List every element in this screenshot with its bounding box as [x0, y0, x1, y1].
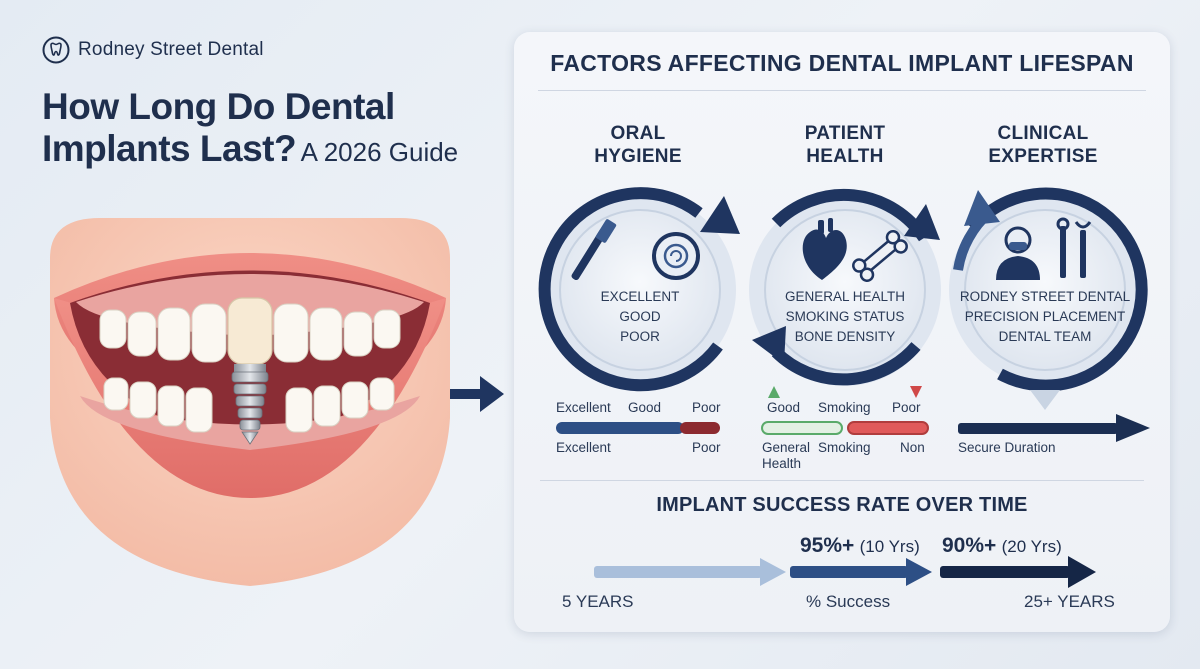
factors-panel-title: FACTORS AFFECTING DENTAL IMPLANT LIFESPA…: [550, 50, 1134, 76]
timeline-arrow-10-years: [790, 558, 932, 586]
health-scale-top-poor: Poor: [892, 400, 921, 415]
heart-icon: [802, 218, 847, 280]
success-rate-title: IMPLANT SUCCESS RATE OVER TIME: [656, 494, 1028, 516]
hygiene-scale-bottom-excellent: Excellent: [556, 440, 611, 455]
rate-10-years: 95%+ (10 Yrs): [800, 534, 920, 557]
bone-icon: [852, 230, 908, 282]
health-scale-bar: [761, 386, 929, 435]
secure-duration-label: Secure Duration: [958, 440, 1056, 455]
health-scale-top-smoking: Smoking: [818, 400, 871, 415]
dentist-icon: [996, 226, 1040, 280]
timeline-label-5-years: 5 YEARS: [562, 592, 634, 611]
hygiene-scale-top-excellent: Excellent: [556, 400, 611, 415]
brand: Rodney Street Dental: [42, 36, 264, 64]
page-title: How Long Do Dental Implants Last? A 2026…: [42, 86, 502, 170]
secure-duration-arrow: [958, 414, 1150, 442]
headline-sub: A 2026 Guide: [300, 137, 459, 167]
timeline-label-success: % Success: [806, 592, 891, 611]
headline-main: How Long Do Dental Implants Last?: [42, 86, 395, 169]
arrow-right-icon: [450, 376, 504, 412]
health-scale-bottom-non: Non: [900, 440, 925, 455]
floss-icon: [652, 232, 700, 280]
health-scale-top-good: Good: [767, 400, 801, 415]
hygiene-scale-bottom-poor: Poor: [692, 440, 721, 455]
hygiene-scale-bar: [556, 422, 720, 434]
timeline-arrow-5-years: [594, 558, 786, 586]
patient-health-items: GENERAL HEALTH SMOKING STATUS BONE DENSI…: [784, 289, 906, 344]
health-scale-bottom-general: General Health: [762, 440, 811, 471]
timeline-arrow-25-years: [940, 556, 1096, 588]
clinical-expertise-items: RODNEY STREET DENTAL PRECISION PLACEMENT…: [959, 289, 1131, 344]
rate-20-years: 90%+ (20 Yrs): [942, 534, 1062, 557]
factor-title-clinical-expertise: CLINICAL EXPERTISE: [988, 123, 1098, 167]
smile-implant-illustration: [50, 218, 450, 586]
toothbrush-icon: [571, 219, 617, 281]
oral-hygiene-items: EXCELLENT GOOD POOR: [600, 289, 680, 344]
factor-title-patient-health: PATIENT HEALTH: [804, 123, 886, 167]
timeline-label-25-years: 25+ YEARS: [1024, 592, 1115, 611]
dental-tools-icon: [1056, 217, 1092, 278]
panel-divider: [538, 90, 1146, 91]
hygiene-scale-top-poor: Poor: [692, 400, 721, 415]
brand-name: Rodney Street Dental: [78, 39, 264, 60]
health-scale-bottom-smoking: Smoking: [818, 440, 871, 455]
tooth-icon: [42, 36, 70, 64]
factor-title-oral-hygiene: ORAL HYGIENE: [594, 123, 682, 167]
hygiene-scale-top-good: Good: [628, 400, 662, 415]
section-divider: [540, 480, 1144, 481]
